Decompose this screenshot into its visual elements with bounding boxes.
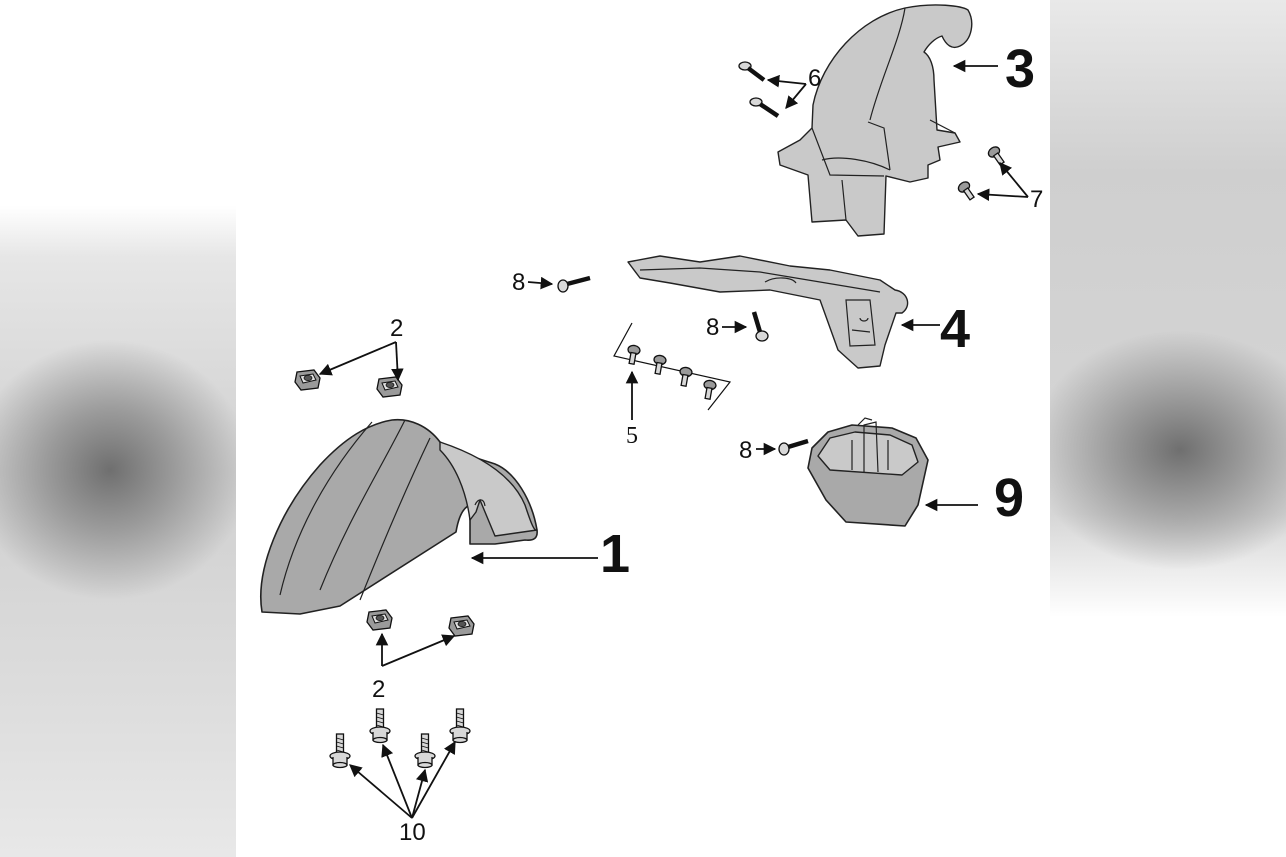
part-8-screw-a: [557, 275, 591, 293]
part-6-screw-a: [738, 61, 766, 82]
part-2-nut-bottom-right: [448, 615, 475, 637]
part-5-bolt-set: [613, 322, 732, 411]
label-part-10: 10: [399, 819, 426, 846]
part-8-screw-b: [751, 311, 769, 342]
label-part-5: 5: [626, 423, 638, 449]
label-part-7: 7: [1030, 186, 1043, 213]
label-part-8-b: 8: [706, 314, 719, 341]
label-part-2-top: 2: [390, 315, 403, 342]
label-part-4: 4: [940, 299, 970, 359]
part-2-nut-bottom-left: [366, 609, 393, 631]
part-2-nut-top-left: [294, 369, 321, 391]
label-part-1: 1: [600, 524, 630, 584]
label-part-6: 6: [808, 65, 821, 92]
label-part-8-a: 8: [512, 269, 525, 296]
part-9-tail-lens: [807, 417, 929, 527]
left-blurred-margin: [0, 0, 236, 857]
label-part-8-c: 8: [739, 437, 752, 464]
part-10-bolt-d: [449, 708, 471, 744]
part-3-rear-hugger: [777, 4, 973, 237]
part-7-bolt-b: [955, 179, 978, 203]
label-part-2-bottom: 2: [372, 676, 385, 703]
part-2-nut-top-right: [376, 376, 403, 398]
part-10-bolt-b: [369, 708, 391, 744]
right-blurred-margin: [1050, 0, 1286, 857]
leader-lines: [318, 59, 1029, 819]
part-1-front-fender: [260, 418, 538, 615]
label-part-3: 3: [1005, 39, 1035, 99]
label-part-9: 9: [994, 468, 1024, 528]
part-6-screw-b: [749, 97, 780, 118]
part-10-bolt-c: [414, 733, 436, 769]
part-4-inner-fender: [627, 255, 909, 369]
part-10-bolt-a: [329, 733, 351, 769]
part-8-screw-c: [778, 438, 809, 456]
part-7-bolt-a: [985, 144, 1008, 168]
